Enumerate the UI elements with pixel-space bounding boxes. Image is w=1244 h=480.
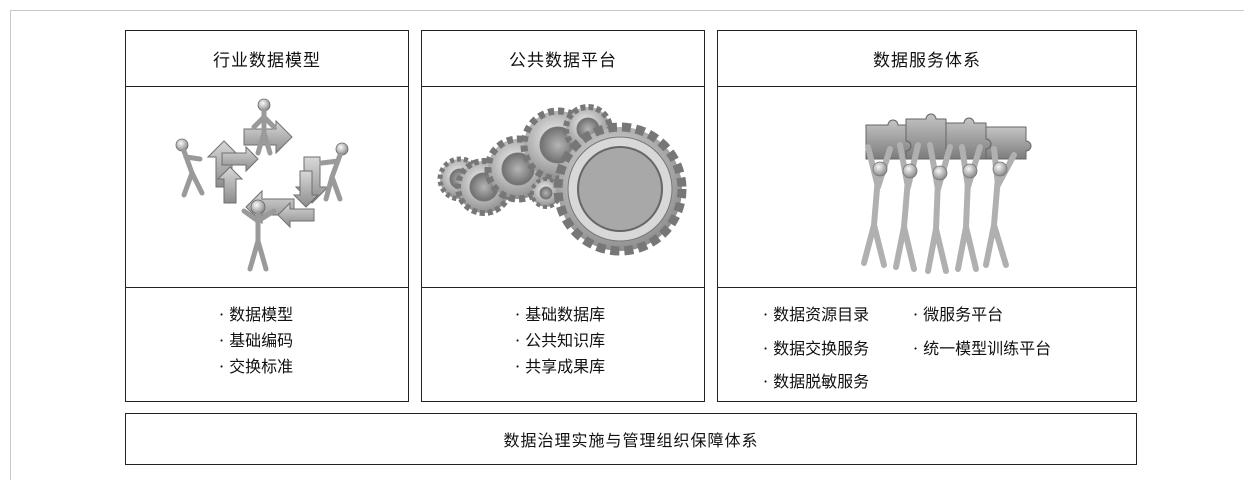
panel-illustration: [718, 87, 1136, 288]
people-arrows-cycle-icon: [175, 98, 349, 272]
panel-data-service-system: 数据服务体系: [717, 30, 1137, 402]
list-item: · 数据模型: [219, 305, 294, 324]
footer-label: 数据治理实施与管理组织保障体系: [503, 431, 759, 450]
panel-items: · 数据资源目录 · 微服务平台 · 数据交换服务 · 统一模型训练平台 · 数…: [718, 288, 1136, 403]
panel-title: 公共数据平台: [422, 31, 704, 87]
list-item: · 交换标准: [219, 357, 294, 376]
list-item: · 共享成果库: [515, 357, 606, 376]
panel-illustration: [126, 87, 408, 288]
gears-icon: [437, 104, 687, 256]
list-item: · 基础数据库: [515, 305, 606, 324]
list-item: · 微服务平台: [913, 305, 1004, 324]
people-holding-puzzle-icon: [861, 113, 1032, 274]
panel-industry-data-model: 行业数据模型: [125, 30, 409, 402]
panel-title: 数据服务体系: [718, 31, 1136, 87]
list-item: · 统一模型训练平台: [913, 338, 1052, 358]
list-item: · 公共知识库: [515, 331, 606, 350]
panel-items: · 数据模型 · 基础编码 · 交换标准: [126, 288, 408, 403]
panel-items: · 基础数据库 · 公共知识库 · 共享成果库: [422, 288, 704, 403]
list-item: · 基础编码: [219, 331, 294, 350]
panel-public-data-platform: 公共数据平台: [421, 30, 705, 402]
panel-illustration: [422, 87, 704, 288]
list-item: · 数据交换服务: [763, 338, 870, 358]
figure-frame: [10, 10, 1244, 480]
panel-title: 行业数据模型: [126, 31, 408, 87]
governance-support-system-box: 数据治理实施与管理组织保障体系: [125, 413, 1137, 465]
list-item: · 数据资源目录: [763, 305, 870, 324]
list-item: · 数据脱敏服务: [763, 372, 870, 392]
